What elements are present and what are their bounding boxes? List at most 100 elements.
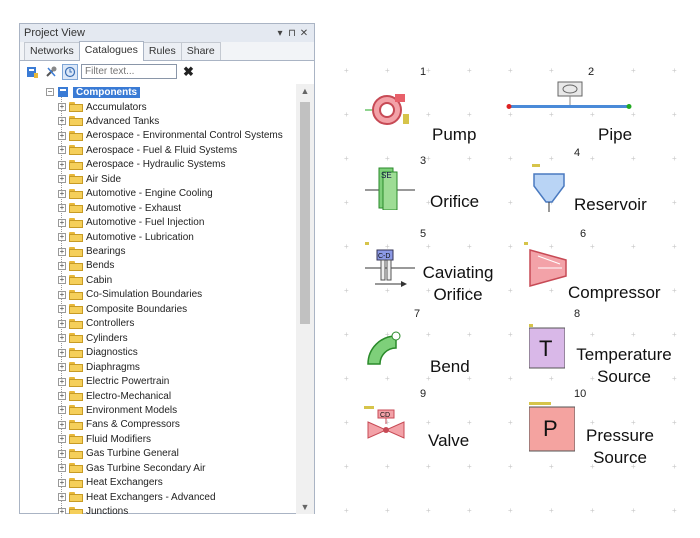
expand-icon[interactable]: + <box>58 260 66 270</box>
expand-icon[interactable]: + <box>58 145 66 155</box>
temperature-source-component[interactable]: T <box>528 324 566 377</box>
tree-category-row[interactable]: +Junctions <box>58 505 128 514</box>
tree-category-row[interactable]: +Automotive - Exhaust <box>58 201 181 215</box>
catalogue-book-button[interactable] <box>24 64 40 80</box>
scroll-down-icon[interactable]: ▼ <box>300 502 310 512</box>
expand-icon[interactable]: + <box>58 419 66 429</box>
tree-category-row[interactable]: +Co-Simulation Boundaries <box>58 288 202 302</box>
tree-category-row[interactable]: +Automotive - Engine Cooling <box>58 187 213 201</box>
tree-category-row[interactable]: +Diaphragms <box>58 360 140 374</box>
scrollbar-thumb[interactable] <box>300 102 310 324</box>
expand-icon[interactable]: + <box>58 289 66 299</box>
tree-category-row[interactable]: +Automotive - Lubrication <box>58 230 194 244</box>
expand-icon[interactable]: + <box>58 217 66 227</box>
tab-networks[interactable]: Networks <box>24 42 80 60</box>
grid-dot: + <box>385 418 390 427</box>
compressor-component[interactable] <box>524 242 574 299</box>
grid-dot: + <box>672 110 677 119</box>
tree-category-row[interactable]: +Controllers <box>58 317 134 331</box>
expand-icon[interactable]: + <box>58 463 66 473</box>
pressure-source-component[interactable]: P <box>528 402 576 459</box>
close-icon[interactable]: ✕ <box>299 27 309 39</box>
tab-catalogues[interactable]: Catalogues <box>78 41 144 61</box>
expand-icon[interactable]: + <box>58 188 66 198</box>
expand-icon[interactable]: + <box>58 174 66 184</box>
expand-icon[interactable]: + <box>58 318 66 328</box>
tree-category-row[interactable]: +Cylinders <box>58 331 128 345</box>
tab-rules[interactable]: Rules <box>142 42 182 60</box>
expand-icon[interactable]: + <box>58 203 66 213</box>
tree-category-row[interactable]: +Fluid Modifiers <box>58 432 151 446</box>
expand-icon[interactable]: + <box>58 477 66 487</box>
tree-category-row[interactable]: +Bends <box>58 259 114 273</box>
tree-category-row[interactable]: +Aerospace - Environmental Control Syste… <box>58 129 283 143</box>
clear-filter-button[interactable]: ✖ <box>183 63 194 79</box>
scroll-up-icon[interactable]: ▲ <box>300 86 310 96</box>
grid-dot: + <box>672 330 677 339</box>
grid-dot: + <box>508 66 513 75</box>
tree-category-row[interactable]: +Gas Turbine Secondary Air <box>58 461 206 475</box>
expand-icon[interactable]: + <box>58 376 66 386</box>
expand-icon[interactable]: + <box>58 102 66 111</box>
reservoir-icon <box>532 164 565 212</box>
expand-icon[interactable]: + <box>58 130 66 140</box>
tree-category-row[interactable]: +Accumulators <box>58 100 147 114</box>
bend-component[interactable] <box>364 328 406 375</box>
tree-category-row[interactable]: +Air Side <box>58 172 121 186</box>
cavitating-orifice-component[interactable]: C-D <box>365 242 417 295</box>
pipe-component[interactable] <box>506 78 632 117</box>
tree-category-row[interactable]: +Automotive - Fuel Injection <box>58 216 204 230</box>
expand-icon[interactable]: + <box>58 405 66 415</box>
grid-dot: + <box>426 154 431 163</box>
collapse-icon[interactable]: − <box>46 87 54 96</box>
expand-icon[interactable]: + <box>58 275 66 285</box>
tree-category-row[interactable]: +Aerospace - Hydraulic Systems <box>58 158 226 172</box>
tree-category-row[interactable]: +Gas Turbine General <box>58 447 179 461</box>
tree-category-row[interactable]: +Heat Exchangers - Advanced <box>58 490 216 504</box>
valve-component[interactable]: CD <box>364 404 414 451</box>
category-label: Aerospace - Fuel & Fluid Systems <box>86 144 238 156</box>
tree-category-row[interactable]: +Heat Exchangers <box>58 476 163 490</box>
expand-icon[interactable]: + <box>58 116 66 126</box>
tree-category-row[interactable]: +Electro-Mechanical <box>58 389 171 403</box>
tree-category-row[interactable]: +Composite Boundaries <box>58 302 187 316</box>
orifice-component[interactable]: SE <box>365 162 417 215</box>
tree-root-row[interactable]: − Components <box>46 85 141 99</box>
expand-icon[interactable]: + <box>58 391 66 400</box>
expand-icon[interactable]: + <box>58 246 66 256</box>
expand-icon[interactable]: + <box>58 492 66 502</box>
folder-icon <box>69 203 83 214</box>
expand-icon[interactable]: + <box>58 347 66 357</box>
expand-icon[interactable]: + <box>58 362 66 372</box>
tab-share[interactable]: Share <box>180 42 221 60</box>
pin-icon[interactable]: ⊓ <box>288 27 296 39</box>
tree-category-row[interactable]: +Electric Powertrain <box>58 375 169 389</box>
expand-icon[interactable]: + <box>58 506 66 514</box>
expand-icon[interactable]: + <box>58 434 66 444</box>
tree-scrollbar[interactable]: ▲ ▼ <box>296 84 314 514</box>
tree-category-row[interactable]: +Cabin <box>58 273 112 287</box>
expand-icon[interactable]: + <box>58 304 66 314</box>
expand-icon[interactable]: + <box>58 448 66 458</box>
tree-category-row[interactable]: + Aerospace - Fuel & Fluid Systems <box>58 143 237 157</box>
tree-category-row[interactable]: +Bearings <box>58 245 125 259</box>
bend-icon <box>367 331 401 365</box>
reservoir-component[interactable] <box>530 162 570 219</box>
expand-icon[interactable]: + <box>58 333 66 343</box>
pump-component[interactable] <box>365 90 415 137</box>
tools-button[interactable] <box>43 64 59 80</box>
folder-icon <box>69 159 83 170</box>
expand-icon[interactable]: + <box>58 232 66 242</box>
tree-category-row[interactable]: +Diagnostics <box>58 346 138 360</box>
expand-icon[interactable]: + <box>58 159 66 169</box>
grid-dot: + <box>467 198 472 207</box>
valve-label: Valve <box>428 431 470 450</box>
filter-input[interactable] <box>81 64 177 79</box>
tree-category-row[interactable]: +Fans & Compressors <box>58 418 180 432</box>
tree-category-row[interactable]: +Advanced Tanks <box>58 114 159 128</box>
tree-category-row[interactable]: +Environment Models <box>58 403 177 417</box>
pump-label: Pump <box>432 125 477 144</box>
dropdown-icon[interactable]: ▾ <box>277 27 283 39</box>
history-filter-button[interactable] <box>62 63 78 80</box>
component-canvas[interactable]: ++++++++++++++++++++++++++++++++++++++++… <box>330 52 695 532</box>
